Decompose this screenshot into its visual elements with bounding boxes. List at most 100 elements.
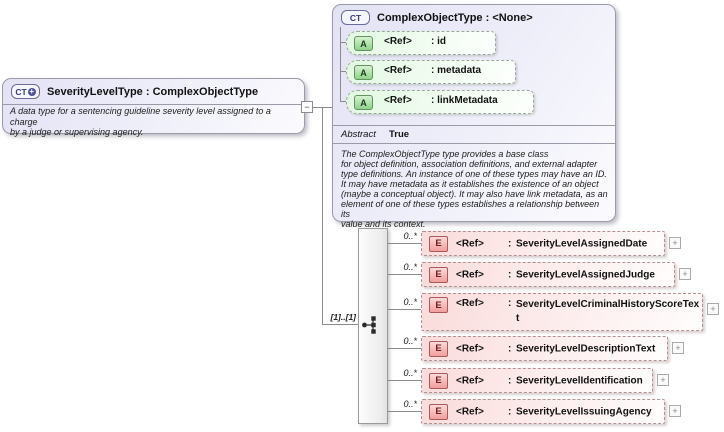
description-line: (maybe a conceptual object). It may also… — [341, 189, 608, 199]
abstract-value: True — [389, 129, 410, 140]
colon: : — [508, 406, 512, 417]
connector-line — [388, 274, 421, 275]
colon: : — [508, 269, 512, 280]
cardinality-label: [1]..[1] — [330, 312, 357, 322]
element-ref: <Ref> — [456, 343, 484, 354]
attribute-name: : linkMetadata — [431, 95, 498, 106]
occurrence-label: 0..* — [403, 336, 417, 346]
element-node-severitylevelissuingagency[interactable]: E <Ref> : SeverityLevelIssuingAgency — [421, 399, 665, 424]
colon: : — [508, 343, 512, 354]
colon: : — [508, 238, 512, 249]
element-node-severitylevelidentification[interactable]: E <Ref> : SeverityLevelIdentification — [421, 368, 653, 393]
type-title: SeverityLevelType : ComplexObjectType — [47, 85, 259, 98]
expand-button[interactable]: + — [707, 303, 719, 315]
divider — [3, 104, 304, 105]
attribute-icon: A — [354, 65, 373, 80]
connector-line — [388, 309, 421, 310]
annotation-line: A data type for a sentencing guideline s… — [10, 106, 271, 127]
connector-line — [388, 380, 421, 381]
attribute-icon: A — [354, 95, 373, 110]
type-description: The ComplexObjectType type provides a ba… — [341, 149, 609, 229]
expand-button[interactable]: + — [672, 342, 684, 354]
plus-badge-icon: + — [27, 86, 36, 96]
complex-type-icon: CT+ — [11, 84, 40, 99]
element-icon: E — [429, 403, 448, 420]
element-icon: E — [429, 372, 448, 389]
expand-button[interactable]: + — [679, 268, 691, 280]
type-annotation: A data type for a sentencing guideline s… — [3, 103, 304, 138]
element-name: SeverityLevelAssignedJudge — [516, 269, 655, 280]
annotation-line: by a judge or supervising agency. — [10, 127, 144, 137]
element-ref: <Ref> — [456, 406, 484, 417]
attribute-name-text: metadata — [437, 65, 482, 76]
colon: : — [431, 95, 435, 106]
element-icon: E — [429, 235, 448, 252]
element-name: SeverityLevelDescriptionText — [516, 343, 656, 354]
connector-line — [388, 348, 421, 349]
colon: : — [508, 375, 512, 386]
description-line: element of one of these types establishe… — [341, 199, 600, 219]
element-node-severitylevelassigneddate[interactable]: E <Ref> : SeverityLevelAssignedDate — [421, 231, 665, 256]
expand-button[interactable]: + — [669, 237, 681, 249]
colon: : — [431, 65, 435, 76]
description-line: It may have metadata as it establishes t… — [341, 179, 599, 189]
type-node-complexobjecttype[interactable]: CT ComplexObjectType : <None> A <Ref> : … — [332, 4, 616, 229]
element-ref: <Ref> — [456, 269, 484, 280]
element-node-severityleveldescriptiontext[interactable]: E <Ref> : SeverityLevelDescriptionText — [421, 336, 668, 361]
element-name: SeverityLevelIdentification — [516, 375, 643, 386]
sequence-icon — [362, 316, 376, 334]
element-node-severitylevelcriminalhistoryscoretext[interactable]: E <Ref> : SeverityLevelCriminalHistorySc… — [421, 293, 703, 331]
attribute-node-linkmetadata[interactable]: A <Ref> : linkMetadata — [346, 90, 534, 114]
type-title: ComplexObjectType : <None> — [377, 11, 533, 24]
expand-button[interactable]: + — [657, 374, 669, 386]
connector-line — [322, 107, 323, 324]
occurrence-label: 0..* — [403, 368, 417, 378]
complex-type-icon-label: CT — [349, 12, 362, 23]
occurrence-label: 0..* — [403, 297, 417, 307]
description-line: value and its context. — [341, 219, 426, 229]
connector-line — [340, 27, 341, 101]
colon: : — [431, 36, 435, 47]
description-line: type definitions. An instance of one of … — [341, 169, 607, 179]
connector-line — [340, 71, 347, 72]
occurrence-label: 0..* — [403, 262, 417, 272]
element-name: SeverityLevelCriminalHistoryScoreText — [516, 299, 700, 324]
element-icon: E — [429, 297, 448, 313]
connector-line — [340, 42, 347, 43]
element-node-severitylevelassignedjudge[interactable]: E <Ref> : SeverityLevelAssignedJudge — [421, 262, 675, 287]
element-icon: E — [429, 340, 448, 357]
connector-line — [388, 411, 421, 412]
divider — [333, 125, 615, 126]
element-ref: <Ref> — [456, 238, 484, 249]
description-line: The ComplexObjectType type provides a ba… — [341, 149, 549, 159]
occurrence-label: 0..* — [403, 231, 417, 241]
attribute-ref: <Ref> — [384, 65, 412, 76]
attribute-ref: <Ref> — [384, 95, 412, 106]
element-ref: <Ref> — [456, 298, 484, 309]
attribute-node-metadata[interactable]: A <Ref> : metadata — [346, 60, 516, 84]
complex-type-icon: CT — [341, 10, 370, 25]
element-ref: <Ref> — [456, 375, 484, 386]
attribute-node-id[interactable]: A <Ref> : id — [346, 31, 496, 55]
abstract-label: Abstract — [341, 129, 376, 140]
element-icon: E — [429, 266, 448, 283]
attribute-name-text: linkMetadata — [437, 95, 498, 106]
divider — [333, 143, 615, 144]
connector-line — [340, 101, 347, 102]
attribute-icon: A — [354, 36, 373, 51]
attribute-name: : metadata — [431, 65, 481, 76]
occurrence-label: 0..* — [403, 399, 417, 409]
attribute-name-text: id — [437, 36, 447, 47]
attribute-ref: <Ref> — [384, 36, 412, 47]
collapse-toggle[interactable]: − — [301, 101, 313, 113]
attribute-name: : id — [431, 36, 446, 47]
connector-line — [388, 243, 421, 244]
description-line: for object definition, association defin… — [341, 159, 598, 169]
connector-line — [322, 324, 358, 325]
complex-type-icon-label: CT — [15, 86, 27, 97]
expand-button[interactable]: + — [669, 405, 681, 417]
type-node-severityleveltype[interactable]: CT+ SeverityLevelType : ComplexObjectTyp… — [2, 78, 305, 137]
element-name: SeverityLevelIssuingAgency — [516, 406, 652, 417]
element-name: SeverityLevelAssignedDate — [516, 238, 648, 249]
